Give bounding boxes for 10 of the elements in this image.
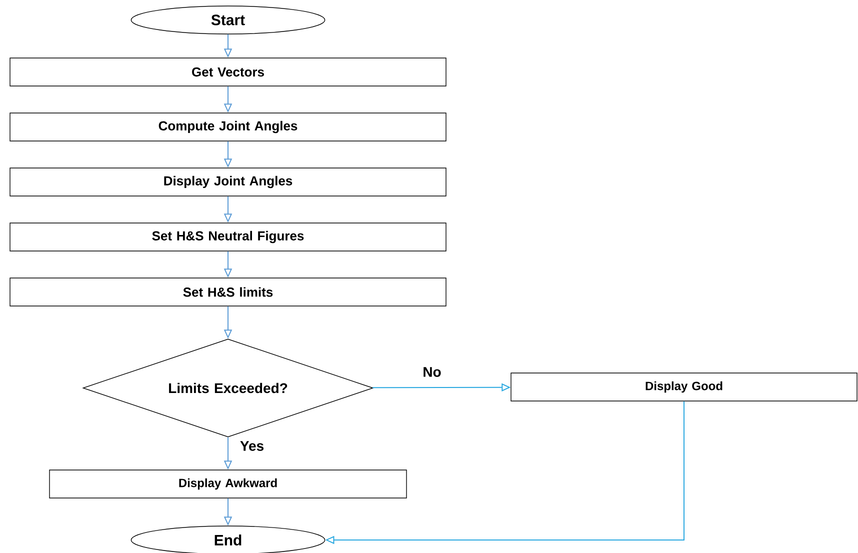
process-box: Display Awkward bbox=[49, 470, 407, 498]
process-box: Set H&S Neutral Figures bbox=[10, 222, 446, 252]
edge-label: No bbox=[422, 366, 442, 378]
process-box: Compute Joint Angles bbox=[10, 112, 446, 142]
process-box: Get Vectors bbox=[10, 58, 446, 86]
edge-label: Yes bbox=[238, 440, 266, 452]
process-box: Display Good bbox=[510, 372, 858, 402]
process-box: Display Joint Angles bbox=[10, 168, 446, 196]
terminal-oval: Start bbox=[130, 6, 326, 34]
process-box: Set H&S limits bbox=[10, 278, 446, 306]
